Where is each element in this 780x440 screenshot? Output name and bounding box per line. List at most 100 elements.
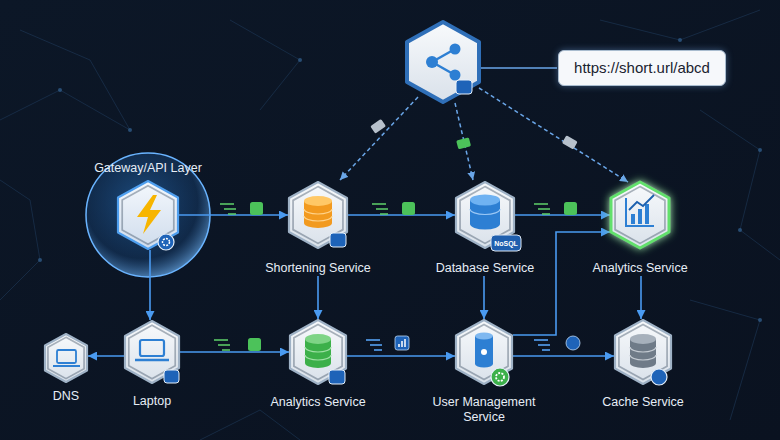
hexagon-outline: [455, 181, 515, 249]
network-dot: [38, 258, 42, 262]
flow-arrow: [515, 214, 610, 216]
chart-axis: [626, 198, 654, 226]
share-icon-dot: [450, 44, 461, 55]
laptop-base: [135, 359, 169, 362]
network-line: [200, 410, 300, 440]
flow-arrow: [513, 355, 614, 357]
flow-arrow: [88, 355, 124, 357]
network-dot: [758, 148, 762, 152]
hexagon-inner-ring: [48, 337, 84, 378]
packet-icon: [370, 119, 386, 134]
service-hexagon: Analytics Service: [610, 181, 670, 276]
flow-arrow: [317, 276, 319, 319]
database-icon: [630, 339, 656, 368]
flow-arrow: [348, 214, 455, 216]
database-icon: [305, 339, 331, 368]
speed-lines: [534, 204, 550, 214]
hexagon-shape: [611, 182, 669, 248]
network-dot: [738, 228, 742, 232]
packet-icon: [456, 137, 471, 149]
network-dot: [678, 38, 682, 42]
lightning-icon: [137, 195, 161, 234]
network-dot: [128, 128, 132, 132]
hexagon-outline: [289, 319, 347, 385]
flow-arrow: [513, 232, 610, 335]
url-box: https://short.url/abcd: [558, 50, 726, 86]
flow-arrow: [347, 355, 455, 357]
hexagon-shape: [45, 334, 87, 382]
service-label: Gateway/API Layer: [68, 161, 228, 176]
status-dot: [481, 349, 487, 355]
service-label: DNS: [36, 389, 96, 404]
laptop-base: [53, 365, 80, 367]
network-dot: [298, 58, 302, 62]
share-icon-dot: [450, 70, 461, 81]
database-icon: [304, 201, 332, 228]
hexagon-shape: [456, 320, 512, 384]
hexagon-shape: [289, 182, 347, 248]
hexagon-shape: [290, 320, 346, 384]
hexagon-shape: [118, 181, 178, 249]
speed-lines: [366, 340, 382, 350]
data-packet-icon: [402, 202, 415, 215]
hexagon-inner-ring: [619, 324, 667, 379]
hexagon-outline: [614, 319, 672, 385]
metrics-icon: [395, 336, 409, 350]
chart-bar: [631, 214, 635, 224]
database-icon: [475, 336, 493, 368]
network-line: [700, 110, 780, 260]
service-hexagon: Database Service: [455, 181, 515, 276]
network-dot: [758, 318, 762, 322]
hexagon-shape: [125, 321, 179, 383]
hexagon-inner-ring: [460, 324, 508, 379]
hexagon-outline: [117, 180, 179, 250]
gear-badge: [158, 234, 174, 250]
database-band: [304, 209, 332, 221]
database-top: [305, 334, 331, 344]
database-top: [630, 334, 656, 344]
service-label: Analytics Service: [565, 261, 715, 276]
service-label: Cache Service: [568, 395, 718, 410]
network-dot: [58, 88, 62, 92]
hub-badge: [456, 80, 472, 94]
hexagon-shape: [456, 182, 514, 248]
database-band: [470, 209, 500, 215]
service-badge: [329, 370, 345, 384]
service-hexagon: Gateway/API Layer: [117, 161, 179, 250]
chart-bar: [645, 204, 649, 224]
hexagon-outline: [455, 319, 513, 385]
flow-arrow: [483, 276, 485, 319]
hexagon-outline: [610, 181, 670, 249]
hexagon-shape: [615, 320, 671, 384]
service-hexagon: User Management Service: [455, 319, 513, 425]
gear-badge: [491, 368, 509, 386]
hexagon-outline: [124, 320, 180, 384]
network-line: [0, 180, 40, 300]
flow-arrow: [179, 214, 288, 216]
dashed-link: [479, 88, 628, 182]
hub-hexagon: [407, 22, 479, 102]
database-top: [304, 196, 332, 206]
flow-arrow: [180, 351, 289, 353]
packet-icon: [562, 135, 578, 149]
user-badge: [651, 369, 667, 385]
network-line: [690, 300, 760, 420]
hexagon-inner-ring: [615, 187, 665, 244]
hexagon-inner-ring: [122, 186, 174, 244]
service-hexagon: Analytics Service: [289, 319, 347, 410]
service-label: Database Service: [410, 261, 560, 276]
metrics-bars: [399, 339, 405, 347]
service-label: Shortening Service: [243, 261, 393, 276]
hexagon-outline: [44, 333, 88, 383]
hexagon-inner-ring: [294, 324, 342, 379]
service-label: Analytics Service: [243, 395, 393, 410]
database-band: [630, 347, 656, 360]
flow-arrow: [640, 276, 642, 319]
service-label: User Management Service: [424, 395, 544, 425]
hexagon-inner-ring: [293, 187, 343, 244]
network-line: [0, 30, 130, 130]
hexagon-outline: [288, 181, 348, 249]
service-hexagon: Shortening Service: [288, 181, 348, 276]
database-top: [470, 195, 500, 206]
service-hexagon: DNS: [44, 333, 88, 404]
